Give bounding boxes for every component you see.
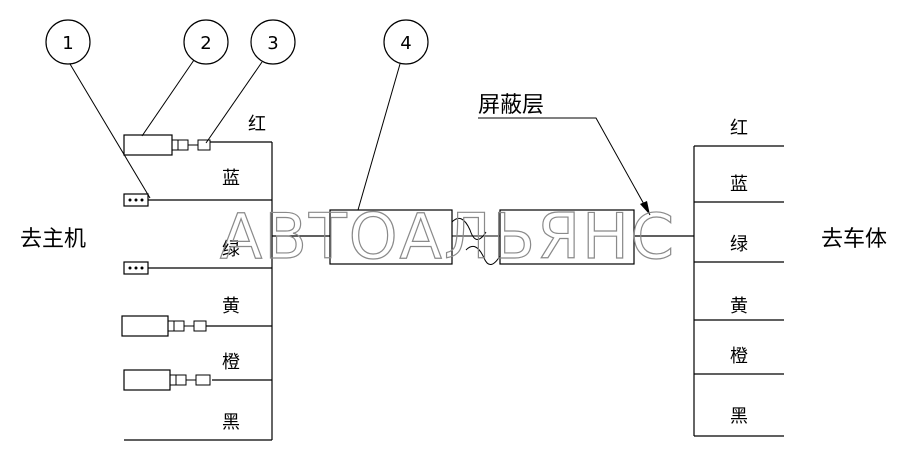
left-wire-table: 红 蓝 绿 黄 橙 黑 — [124, 114, 330, 441]
connector-orange — [123, 369, 211, 391]
connector-yellow — [121, 315, 207, 337]
right-wire-table: 红 蓝 绿 黄 橙 黑 — [693, 118, 784, 437]
shielded-cable — [329, 209, 694, 265]
right-destination-label: 去车体 — [821, 227, 887, 252]
left-wire-orange: 橙 — [222, 352, 240, 373]
left-wire-green: 绿 — [222, 239, 240, 260]
right-wire-blue: 蓝 — [730, 174, 748, 195]
left-wire-black: 黑 — [222, 412, 240, 433]
balloon-2: 2 — [141, 19, 229, 137]
balloon-4-label: 4 — [400, 33, 411, 54]
right-wire-black: 黑 — [730, 406, 748, 427]
left-wire-red: 红 — [248, 114, 266, 135]
shield-label: 屏蔽层 — [478, 93, 544, 118]
connector-blue — [123, 193, 149, 207]
balloon-2-label: 2 — [200, 33, 211, 54]
right-wire-orange: 橙 — [730, 346, 748, 367]
watermark: АВТОАЛЬЯНС — [220, 200, 676, 273]
balloon-3: 3 — [205, 19, 296, 144]
shield-callout: 屏蔽层 — [478, 93, 651, 216]
left-wire-blue: 蓝 — [222, 168, 240, 189]
connector-green — [123, 261, 149, 275]
right-wire-yellow: 黄 — [730, 296, 748, 317]
balloon-1-label: 1 — [62, 33, 73, 54]
right-wire-red: 红 — [730, 118, 748, 139]
balloon-4: 4 — [357, 19, 429, 211]
right-wire-green: 绿 — [730, 234, 748, 255]
left-destination-label: 去主机 — [20, 227, 86, 252]
connector-red — [123, 134, 211, 156]
balloon-1: 1 — [45, 19, 151, 199]
left-wire-yellow: 黄 — [222, 296, 240, 317]
balloon-3-label: 3 — [267, 33, 278, 54]
